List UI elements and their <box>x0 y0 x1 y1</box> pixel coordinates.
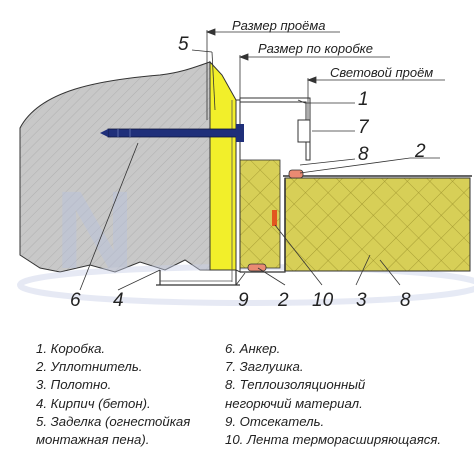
legend-left: 1. Коробка. 2. Уплотнитель. 3. Полотно. … <box>36 340 190 449</box>
legend-item: 9. Отсекатель. <box>225 413 325 429</box>
dim-opening-label: Размер проёма <box>232 18 325 33</box>
legend-item: 6. Анкер. <box>225 341 281 356</box>
legend-item: монтажная пена). <box>36 431 150 447</box>
cap-plug <box>297 119 311 143</box>
legend-item: 4. Кирпич (бетон). <box>36 395 151 411</box>
callout-8-top: 8 <box>358 144 369 165</box>
anchor-bolt <box>100 124 244 142</box>
intumescent-tape <box>272 210 277 226</box>
callout-8-bottom: 8 <box>400 290 411 311</box>
legend-item: негорючий материал. <box>225 395 363 411</box>
wall-section <box>19 61 211 273</box>
legend-item: 1. Коробка. <box>36 341 106 356</box>
callout-4: 4 <box>113 290 124 311</box>
callout-6: 6 <box>70 290 81 311</box>
legend-item: 2. Уплотнитель. <box>36 359 143 375</box>
legend-item: 10. Лента терморасширяющаяся. <box>225 431 442 447</box>
legend-item: 7. Заглушка. <box>225 359 304 375</box>
door-leaf-insulation <box>284 177 471 272</box>
callout-2-bottom: 2 <box>277 290 289 311</box>
callout-7: 7 <box>358 117 370 138</box>
callout-10: 10 <box>312 290 334 311</box>
seal-bottom <box>247 263 267 272</box>
leader-lines <box>79 49 440 291</box>
callout-1: 1 <box>358 89 369 110</box>
callout-2-top: 2 <box>414 141 426 162</box>
svg-text:N: N <box>55 169 134 292</box>
dim-light-label: Световой проём <box>330 65 433 80</box>
callout-9: 9 <box>238 290 249 311</box>
legend-item: 5. Заделка (огнестойкая <box>36 413 191 429</box>
callout-3: 3 <box>356 290 367 311</box>
legend-item: 3. Полотно. <box>36 377 112 393</box>
legend-right: 6. Анкер. 7. Заглушка. 8. Теплоизоляцион… <box>225 340 441 449</box>
seal-top <box>288 169 304 179</box>
dim-frame-label: Размер по коробке <box>258 41 373 56</box>
dimension-lines <box>205 28 445 120</box>
callout-5: 5 <box>178 34 189 55</box>
legend-item: 8. Теплоизоляционный <box>225 377 366 393</box>
frame-return <box>156 180 286 286</box>
